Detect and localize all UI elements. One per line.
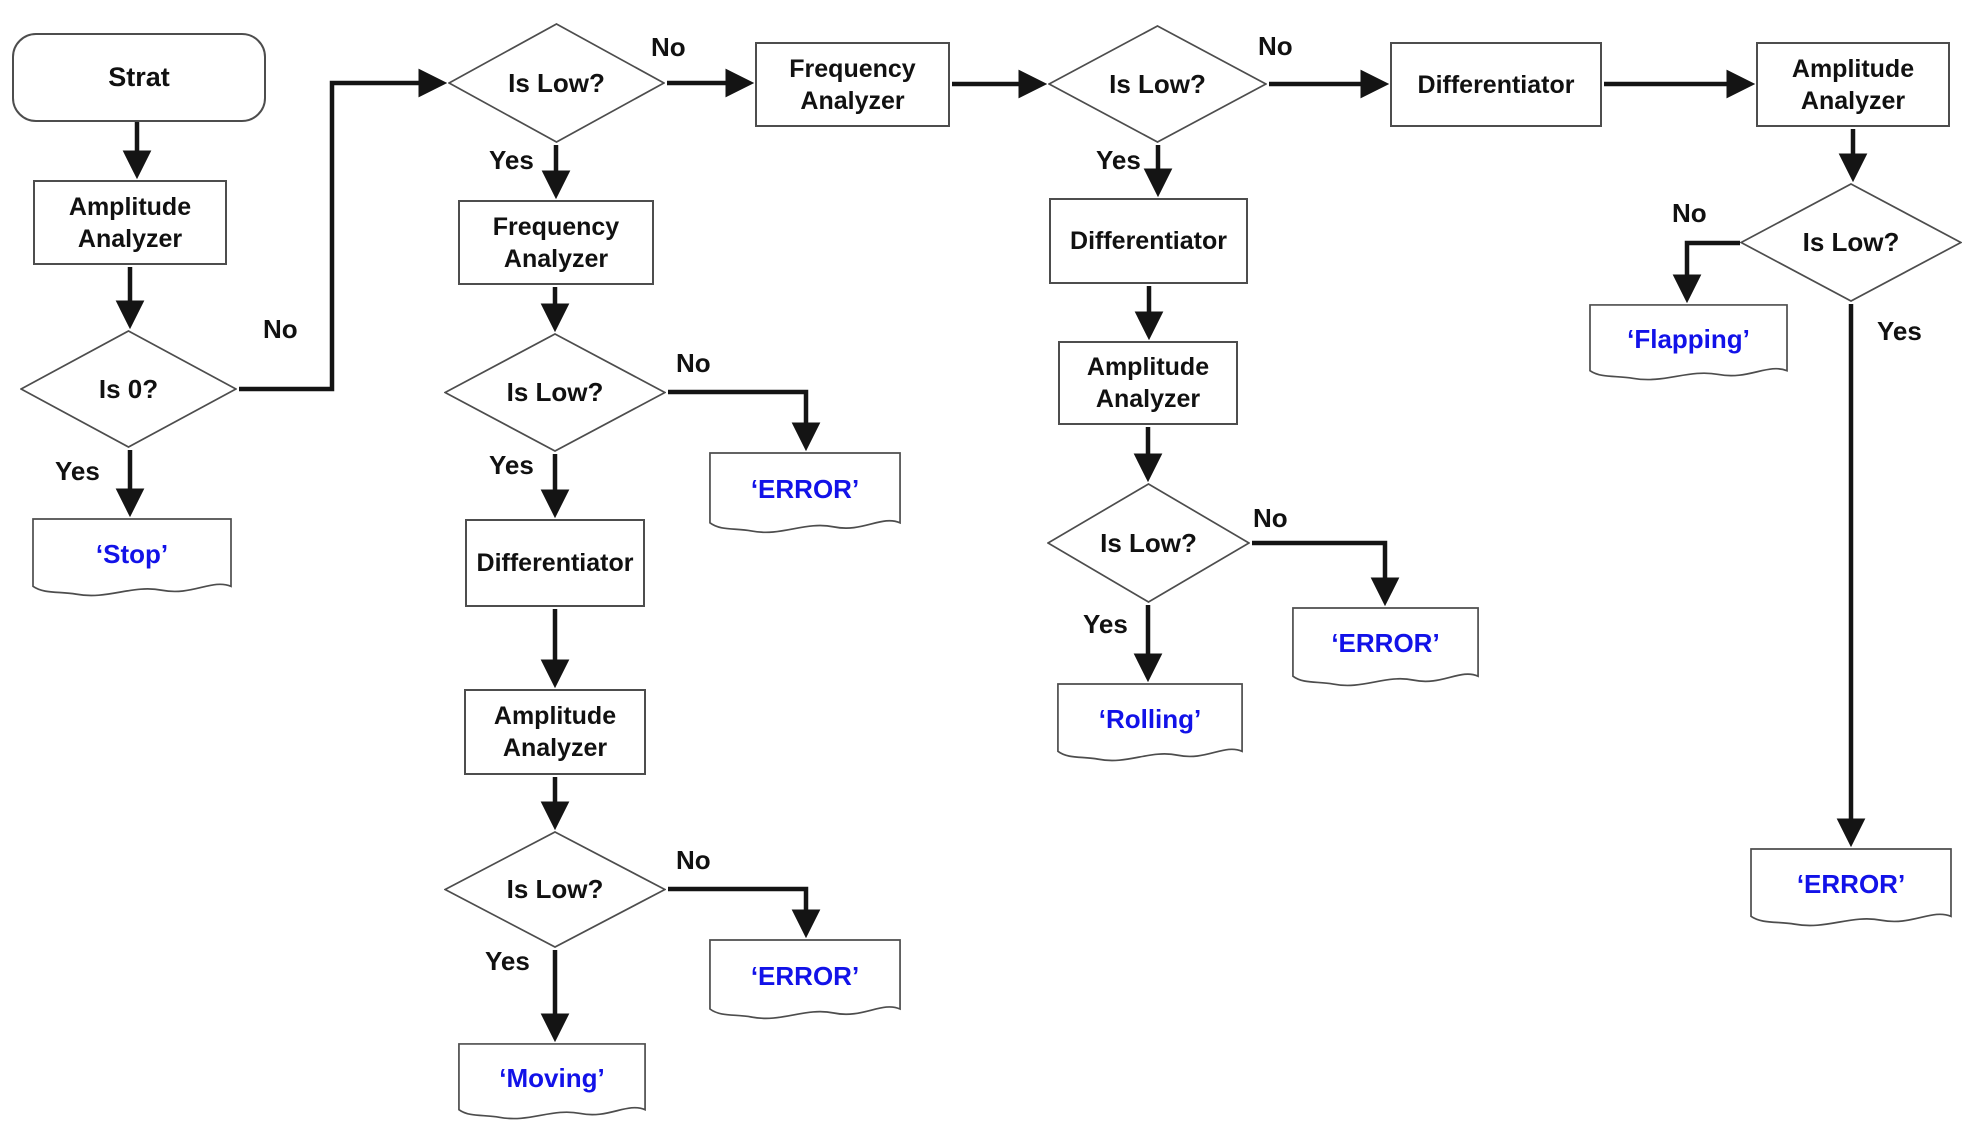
process-label: Amplitude Analyzer bbox=[68, 192, 192, 253]
output-rolling: ‘Rolling’ bbox=[1057, 683, 1243, 765]
output-label: ‘Stop’ bbox=[95, 538, 169, 569]
edge-label-is0-yes: Yes bbox=[55, 456, 100, 486]
decision-label: Is Low? bbox=[506, 874, 604, 904]
edge-islow3-no-to-error2 bbox=[668, 886, 821, 939]
document-shape bbox=[1750, 848, 1952, 930]
decision-label: Is Low? bbox=[506, 377, 604, 407]
process-label: Frequency Analyzer bbox=[492, 212, 620, 273]
process-amplitude-analyzer-2: Amplitude Analyzer bbox=[464, 689, 646, 775]
edge-label-islow5-no: No bbox=[1253, 503, 1288, 533]
diamond-shape bbox=[1740, 183, 1962, 302]
decision-label: Is Low? bbox=[1109, 68, 1206, 99]
output-label: ‘ERROR’ bbox=[1796, 868, 1906, 899]
document-shape bbox=[1292, 607, 1479, 690]
edge-label-islow6-yes: Yes bbox=[1877, 316, 1922, 346]
edge-label-islow2-yes: Yes bbox=[489, 450, 534, 480]
process-label: Differentiator bbox=[1417, 70, 1575, 99]
diamond-shape bbox=[20, 330, 237, 448]
decision-label: Is Low? bbox=[508, 67, 605, 98]
document-shape bbox=[32, 518, 232, 600]
output-label: ‘Moving’ bbox=[499, 1062, 605, 1093]
decision-label: Is Low? bbox=[1100, 527, 1197, 558]
process-differentiator-3: Differentiator bbox=[1049, 198, 1248, 284]
decision-is-low-3: Is Low? bbox=[444, 831, 666, 948]
edge-label-islow2-no: No bbox=[676, 348, 711, 378]
diamond-shape bbox=[444, 333, 666, 452]
process-label: Differentiator bbox=[1070, 227, 1227, 255]
process-label: Amplitude Analyzer bbox=[1791, 54, 1915, 115]
edge-label-islow3-yes: Yes bbox=[485, 946, 530, 976]
edge-is0-no-to-islow1 bbox=[239, 68, 448, 392]
edge-label-islow1-yes: Yes bbox=[489, 145, 534, 175]
edge-label-islow5-yes: Yes bbox=[1083, 609, 1128, 639]
output-label: ‘ERROR’ bbox=[750, 960, 860, 991]
edge-label-islow1-no: No bbox=[651, 32, 686, 62]
output-label: ‘ERROR’ bbox=[750, 474, 860, 504]
output-label: ‘Rolling’ bbox=[1098, 703, 1202, 734]
process-label: Frequency Analyzer bbox=[789, 54, 916, 115]
decision-label: Is 0? bbox=[98, 373, 159, 404]
diamond-shape bbox=[444, 831, 666, 948]
process-label: Differentiator bbox=[476, 549, 634, 577]
decision-label: Is Low? bbox=[1802, 227, 1900, 257]
start-node: Strat bbox=[12, 33, 266, 122]
document-shape bbox=[1589, 304, 1788, 384]
output-error-4: ‘ERROR’ bbox=[1750, 848, 1952, 930]
edge-islow2-no-to-error1 bbox=[668, 389, 821, 452]
process-amplitude-analyzer-1: Amplitude Analyzer bbox=[33, 180, 227, 265]
process-amplitude-analyzer-4: Amplitude Analyzer bbox=[1756, 42, 1950, 127]
output-error-1: ‘ERROR’ bbox=[709, 452, 901, 537]
document-shape bbox=[709, 452, 901, 537]
process-differentiator-2: Differentiator bbox=[465, 519, 645, 607]
process-amplitude-analyzer-3: Amplitude Analyzer bbox=[1058, 341, 1238, 425]
edge-label-islow3-no: No bbox=[676, 845, 711, 875]
process-label: Amplitude Analyzer bbox=[1086, 353, 1210, 413]
start-label: Strat bbox=[108, 62, 170, 92]
process-frequency-analyzer-2: Frequency Analyzer bbox=[458, 200, 654, 285]
process-differentiator-1: Differentiator bbox=[1390, 42, 1602, 127]
decision-is-low-4: Is Low? bbox=[1048, 25, 1267, 143]
output-error-3: ‘ERROR’ bbox=[1292, 607, 1479, 690]
diamond-shape bbox=[1048, 25, 1267, 143]
edge-label-is0-no: No bbox=[263, 314, 298, 344]
output-stop: ‘Stop’ bbox=[32, 518, 232, 600]
decision-is-low-2: Is Low? bbox=[444, 333, 666, 452]
edge-label-islow4-yes: Yes bbox=[1096, 145, 1141, 175]
decision-is-0: Is 0? bbox=[20, 330, 237, 448]
output-label: ‘Flapping’ bbox=[1627, 323, 1750, 354]
document-shape bbox=[458, 1043, 646, 1123]
edge-label-islow4-no: No bbox=[1258, 31, 1293, 61]
edge-label-islow6-no: No bbox=[1672, 198, 1707, 228]
process-frequency-analyzer-1: Frequency Analyzer bbox=[755, 42, 950, 127]
decision-is-low-1: Is Low? bbox=[448, 23, 665, 143]
diamond-shape bbox=[448, 23, 665, 143]
output-moving: ‘Moving’ bbox=[458, 1043, 646, 1123]
diamond-shape bbox=[1047, 483, 1250, 603]
output-flapping: ‘Flapping’ bbox=[1589, 304, 1788, 384]
edge-islow5-no-to-error3 bbox=[1252, 540, 1400, 607]
process-label: Amplitude Analyzer bbox=[493, 702, 617, 762]
decision-is-low-5: Is Low? bbox=[1047, 483, 1250, 603]
decision-is-low-6: Is Low? bbox=[1740, 183, 1962, 302]
document-shape bbox=[1057, 683, 1243, 765]
output-error-2: ‘ERROR’ bbox=[709, 939, 901, 1023]
edge-islow6-no-to-flapping bbox=[1672, 240, 1740, 304]
document-shape bbox=[709, 939, 901, 1023]
output-label: ‘ERROR’ bbox=[1331, 628, 1440, 658]
